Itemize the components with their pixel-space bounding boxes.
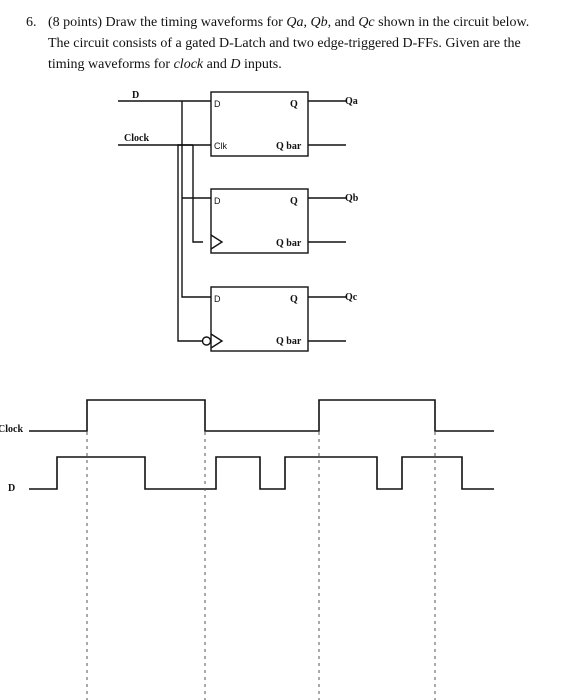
ff1-d-pin: D	[214, 196, 221, 206]
d-flip-flop-2	[210, 286, 309, 352]
timing-d-label: D	[8, 483, 15, 494]
d-flip-flop-1	[210, 188, 309, 254]
ff2-qbar-pin: Q bar	[276, 336, 302, 347]
clock-waveform	[29, 399, 494, 432]
ff2-clock-triangle-icon	[210, 333, 224, 349]
circuit-diagram: D Clock D Clk Q Q bar Qa D Q Q bar Qb D	[118, 90, 359, 352]
clock-word: clock	[173, 57, 204, 72]
latch-qbar-pin: Q bar	[276, 141, 302, 152]
ff2-d-pin: D	[214, 294, 221, 304]
ff1-clock-triangle-icon	[210, 234, 224, 250]
d-waveform	[29, 456, 494, 490]
clock-to-ff2-wire	[177, 144, 202, 342]
input-d-label: D	[132, 90, 139, 101]
ff1-qbar-pin: Q bar	[276, 238, 302, 249]
timing-clock-label: Clock	[0, 424, 23, 435]
ff1-q-pin: Q	[290, 196, 298, 207]
qb-label: Qb	[310, 15, 328, 30]
clock-to-ff1-wire	[192, 145, 203, 243]
qa-output-label: Qa	[345, 96, 358, 107]
qc-output-label: Qc	[345, 292, 358, 303]
qa-label: Qa	[286, 15, 304, 30]
question-text: (8 points) Draw the timing waveforms for…	[48, 15, 530, 72]
latch-q-pin: Q	[290, 99, 298, 110]
input-clock-label: Clock	[124, 133, 149, 144]
question-number: 6.	[26, 15, 37, 30]
timing-diagram: Clock D	[0, 399, 494, 700]
ff2-inversion-bubble-icon	[201, 336, 212, 346]
ff2-q-pin: Q	[290, 294, 298, 305]
d-bus-wire	[181, 101, 211, 298]
latch-d-pin: D	[214, 99, 221, 109]
d-word: D	[230, 57, 241, 72]
gated-d-latch	[210, 91, 309, 157]
latch-clk-pin: Clk	[214, 141, 227, 151]
qb-output-label: Qb	[345, 193, 359, 204]
qc-label: Qc	[358, 15, 375, 30]
